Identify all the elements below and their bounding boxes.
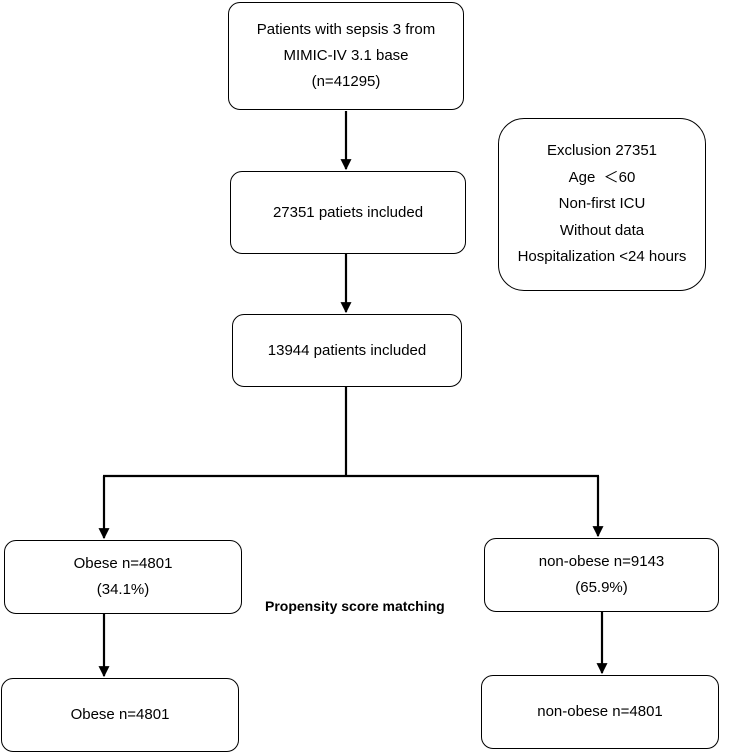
non-obese-matched-label: non-obese n=4801 <box>537 703 663 720</box>
source-cohort-box: Patients with sepsis 3 from MIMIC-IV 3.1… <box>228 2 464 110</box>
exclusion-criterion-icu: Non-first ICU <box>558 195 646 213</box>
exclusion-criteria-box: Exclusion 27351 Age ＜60 Non-first ICU Wi… <box>498 118 706 291</box>
obese-matched-box: Obese n=4801 <box>1 678 239 752</box>
exclusion-criterion-data: Without data <box>559 221 645 239</box>
included-13944-box: 13944 patients included <box>232 314 462 387</box>
included-27351-box: 27351 patiets included <box>230 171 466 254</box>
non-obese-group-percent: (65.9%) <box>575 579 628 596</box>
obese-group-percent: (34.1%) <box>96 581 150 598</box>
non-obese-matched-box: non-obese n=4801 <box>481 675 719 749</box>
exclusion-criterion-age: Age ＜60 <box>568 168 636 186</box>
included-27351-label: 27351 patiets included <box>272 203 424 221</box>
non-obese-group-box: non-obese n=9143 (65.9%) <box>484 538 719 612</box>
source-cohort-count: (n=41295) <box>311 73 381 90</box>
exclusion-criterion-hospitalization: Hospitalization <24 hours <box>517 248 687 266</box>
exclusion-title: Exclusion 27351 <box>546 142 658 160</box>
obese-matched-label: Obese n=4801 <box>70 706 170 723</box>
included-13944-label: 13944 patients included <box>267 341 427 359</box>
propensity-score-matching-label: Propensity score matching <box>265 598 445 614</box>
source-cohort-line-1: Patients with sepsis 3 from <box>256 21 436 38</box>
non-obese-group-count: non-obese n=9143 <box>538 553 665 570</box>
obese-group-box: Obese n=4801 (34.1%) <box>4 540 242 614</box>
obese-group-count: Obese n=4801 <box>73 555 173 572</box>
source-cohort-line-2: MIMIC-IV 3.1 base <box>283 47 409 64</box>
